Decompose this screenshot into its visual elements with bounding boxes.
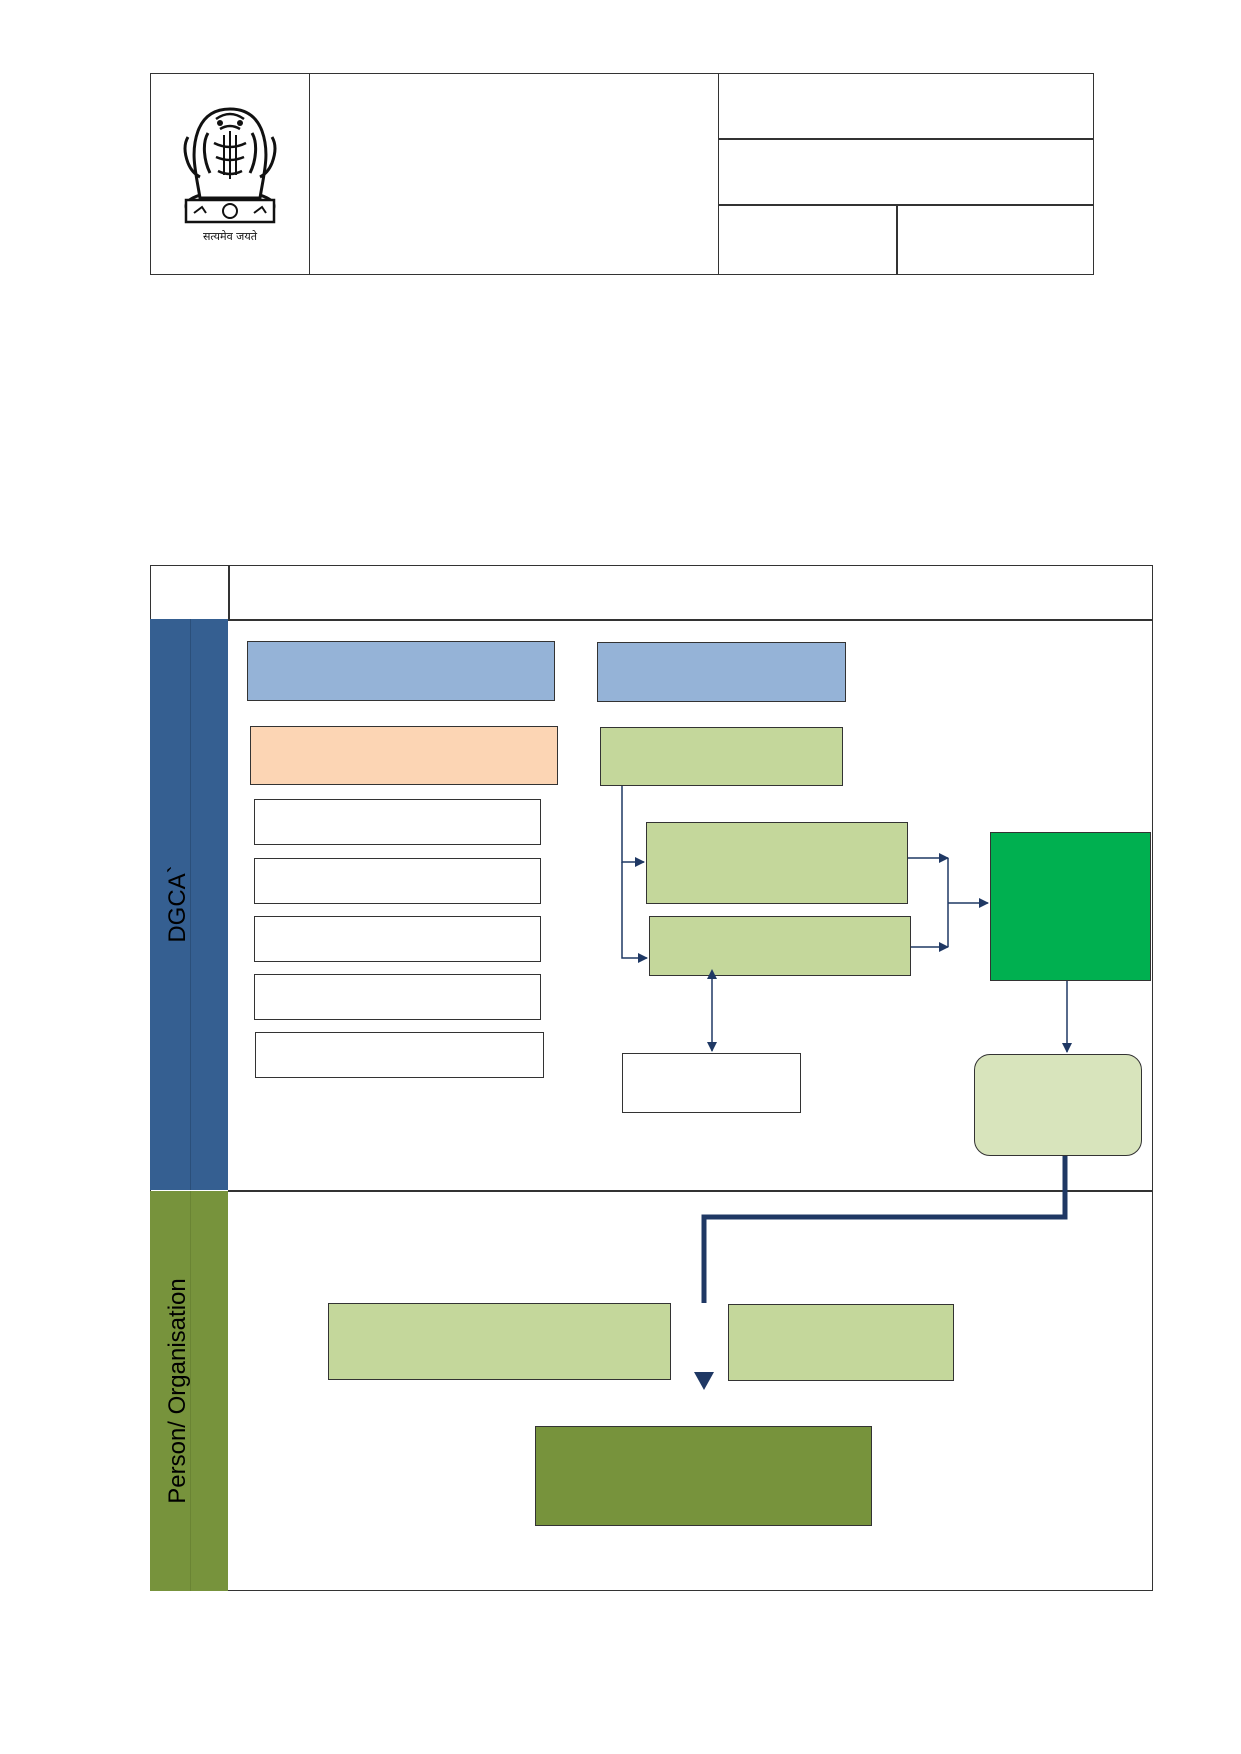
- connector-thick-to-person: [701, 1156, 1068, 1303]
- lane-middle-separator: [228, 1190, 1153, 1192]
- connector-split-lower: [621, 862, 648, 963]
- review-box-upper: [646, 822, 908, 904]
- title-cell: [310, 73, 719, 275]
- list-box-1: [254, 799, 541, 845]
- lane-person-strip: [190, 1191, 228, 1591]
- list-box-2: [254, 858, 541, 904]
- header-row-divider-1: [719, 138, 1094, 140]
- emblem-motto: सत्यमेव जयते: [203, 230, 258, 243]
- outcome-box: [974, 1054, 1142, 1156]
- lane-dgca-strip: [190, 619, 228, 1190]
- peach-box: [250, 726, 558, 785]
- review-box-lower: [649, 916, 911, 976]
- decision-box: [990, 832, 1151, 981]
- header-table: [150, 73, 1094, 275]
- list-box-5: [255, 1032, 544, 1078]
- national-emblem-icon: सत्यमेव जयते: [183, 107, 277, 243]
- list-box-4: [254, 974, 541, 1020]
- blue-box-right: [597, 642, 846, 702]
- header-col-divider: [896, 204, 898, 275]
- thick-arrow-head: [694, 1372, 714, 1390]
- list-box-3: [254, 916, 541, 962]
- green-box-top: [600, 727, 843, 786]
- person-box-left: [328, 1303, 671, 1380]
- person-final-box: [535, 1426, 872, 1526]
- header-row-divider-2: [719, 204, 1094, 206]
- consultation-box: [622, 1053, 801, 1113]
- person-box-right: [728, 1304, 954, 1381]
- connector-split-upper: [621, 786, 645, 867]
- header-row-separator: [228, 565, 230, 619]
- blue-box-left: [247, 641, 555, 701]
- lane-top-separator: [228, 619, 1153, 621]
- emblem-cell: सत्यमेव जयते: [150, 73, 310, 275]
